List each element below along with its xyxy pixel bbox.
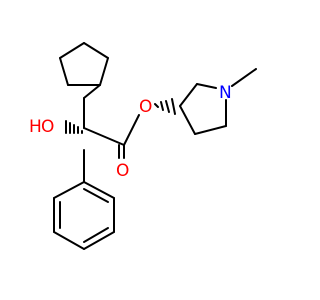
bond	[196, 83, 217, 89]
bond-aromatic-inner	[83, 188, 109, 203]
bond-quaternary-to-carbonyl	[83, 127, 125, 146]
bond	[53, 181, 85, 199]
hash-line	[154, 103, 159, 108]
hashed-wedge-hydroxyl	[65, 120, 83, 134]
bond-aromatic-inner	[83, 227, 109, 243]
hydroxyl-o-label: O	[41, 117, 54, 137]
structure-svg: H O O O N	[29, 42, 257, 250]
hash-line	[165, 100, 170, 113]
hydroxyl-h-label: H	[29, 117, 42, 137]
bond-n-methyl	[231, 68, 257, 87]
bond	[83, 181, 115, 199]
hash-line	[171, 98, 176, 115]
ester-o-label: O	[139, 97, 152, 117]
phenyl-ring	[53, 149, 115, 250]
bond	[99, 57, 109, 86]
hashed-wedge-ester	[154, 98, 176, 115]
hash-line	[160, 101, 164, 111]
cyclopentyl-ring	[59, 42, 109, 86]
bond	[83, 84, 101, 99]
ring-n-label: N	[219, 83, 232, 103]
bond	[179, 105, 196, 135]
bond	[83, 231, 115, 250]
bond-carbonyl-to-ester-o	[123, 114, 140, 146]
bond	[179, 83, 198, 107]
bond	[59, 42, 85, 59]
molecule-diagram: H O O O N	[29, 42, 257, 250]
bond	[59, 57, 69, 86]
bond	[83, 42, 109, 59]
pyrrolidine-ring	[179, 83, 227, 135]
carbonyl-o-label: O	[116, 161, 129, 181]
bond	[194, 125, 227, 135]
bond	[53, 231, 85, 250]
